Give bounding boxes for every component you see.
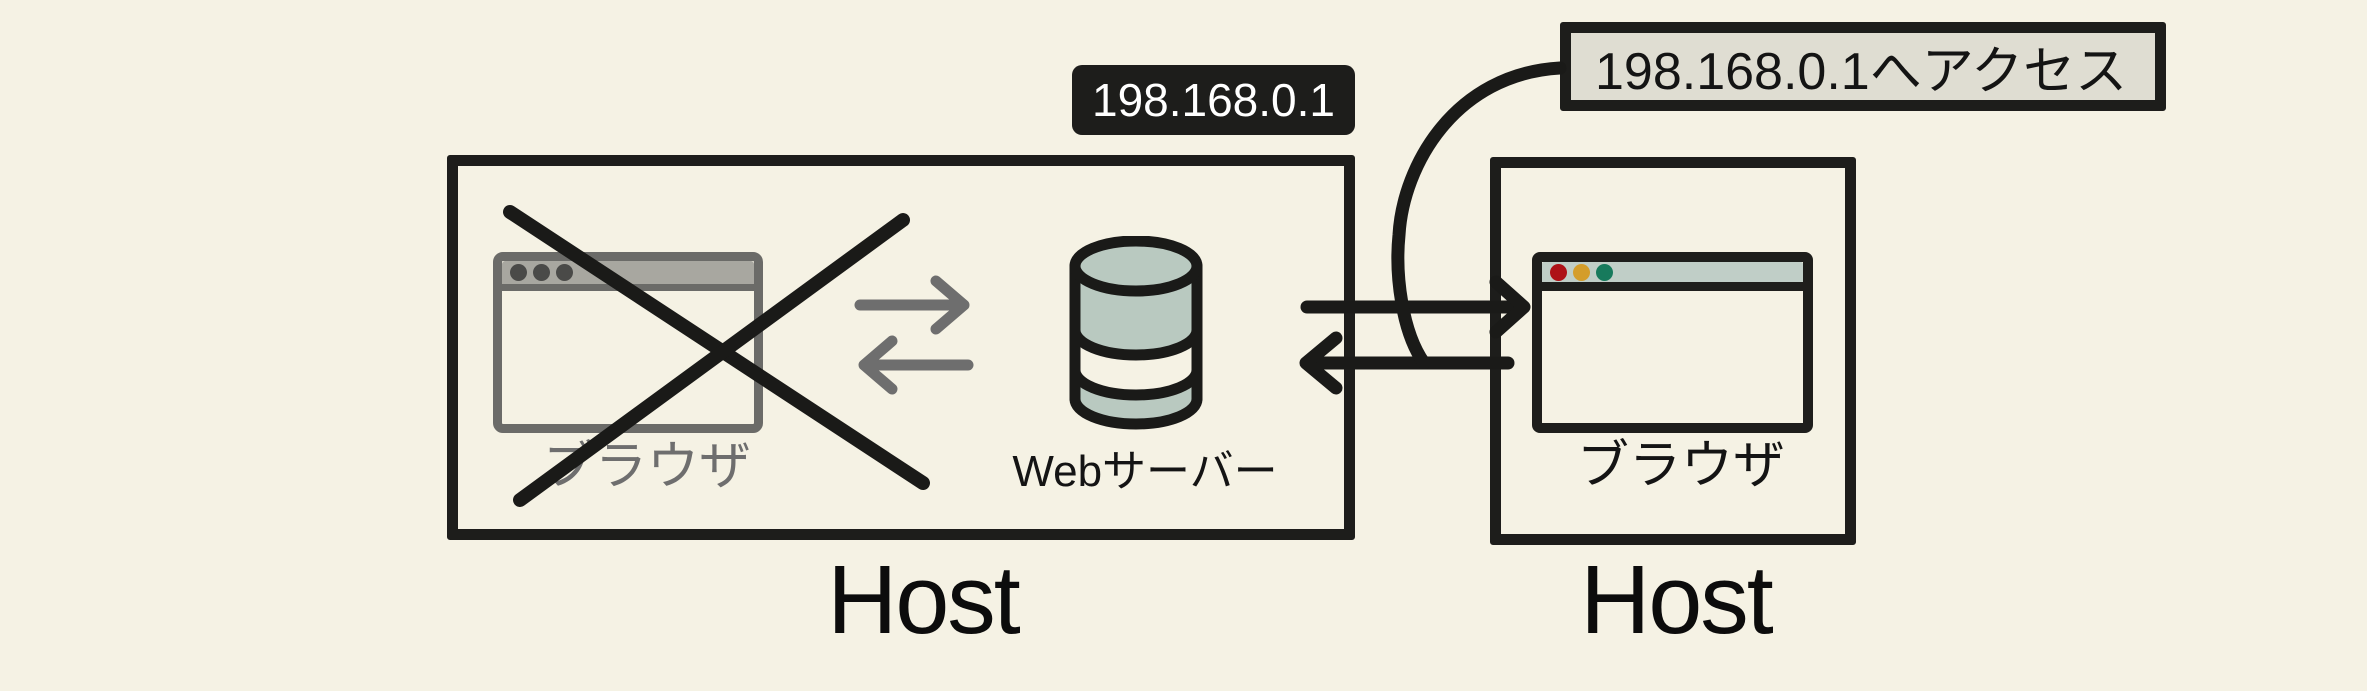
server-host-browser-label: ブラウザ: [542, 438, 752, 496]
browser-titlebar: [502, 261, 754, 291]
client-browser-icon: [1532, 252, 1813, 433]
ip-address-badge: 198.168.0.1: [1072, 65, 1355, 135]
disabled-browser-icon: [493, 252, 763, 433]
window-dot-red-icon: [1550, 263, 1567, 281]
server-host-box: [447, 155, 1355, 540]
browser-titlebar: [1542, 262, 1803, 291]
window-dot-icon: [556, 264, 573, 281]
client-host-browser-label: ブラウザ: [1576, 437, 1786, 495]
window-dot-icon: [510, 264, 527, 281]
client-host-title: Host: [1580, 545, 1773, 654]
server-host-title: Host: [827, 545, 1020, 654]
window-dot-icon: [533, 264, 550, 281]
database-icon: [1069, 236, 1203, 430]
window-dot-orange-icon: [1573, 263, 1590, 281]
web-server-label: Webサーバー: [1012, 447, 1278, 496]
access-callout: 198.168.0.1へアクセス: [1560, 22, 2166, 111]
window-dot-green-icon: [1596, 263, 1613, 281]
